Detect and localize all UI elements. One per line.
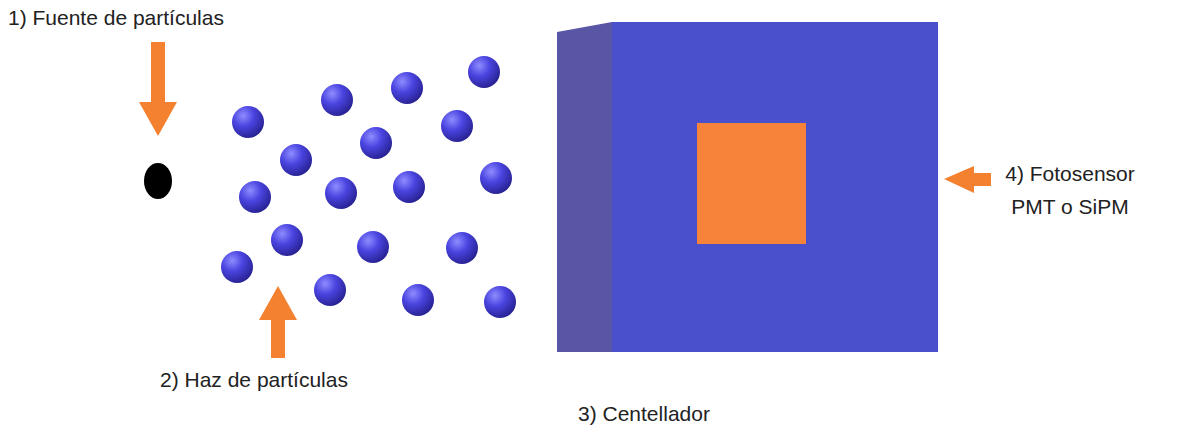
particle (468, 56, 500, 88)
beam-label: 2) Haz de partículas (160, 364, 348, 397)
pointer-arrow (944, 166, 991, 193)
photosensor-label: 4) Fotosensor PMT o SiPM (990, 158, 1150, 223)
particle (484, 286, 516, 318)
particle-source (144, 163, 172, 199)
pointer-arrow (259, 286, 297, 358)
particle (402, 284, 434, 316)
particle (325, 177, 357, 209)
pointer-arrow (139, 42, 177, 136)
particle (221, 251, 253, 283)
particle (271, 224, 303, 256)
particle (441, 110, 473, 142)
particle (239, 181, 271, 213)
scintillator (612, 22, 938, 352)
particle-beam (221, 56, 516, 318)
scintillator-side (557, 22, 612, 352)
particle (480, 162, 512, 194)
particle (391, 72, 423, 104)
scintillator-label: 3) Centellador (578, 398, 710, 431)
particle (393, 171, 425, 203)
particle (360, 127, 392, 159)
particle (321, 84, 353, 116)
particle (314, 274, 346, 306)
photosensor (697, 123, 806, 244)
source-label: 1) Fuente de partículas (8, 2, 224, 35)
particle (280, 144, 312, 176)
particle (232, 106, 264, 138)
particle (357, 231, 389, 263)
particle (446, 232, 478, 264)
